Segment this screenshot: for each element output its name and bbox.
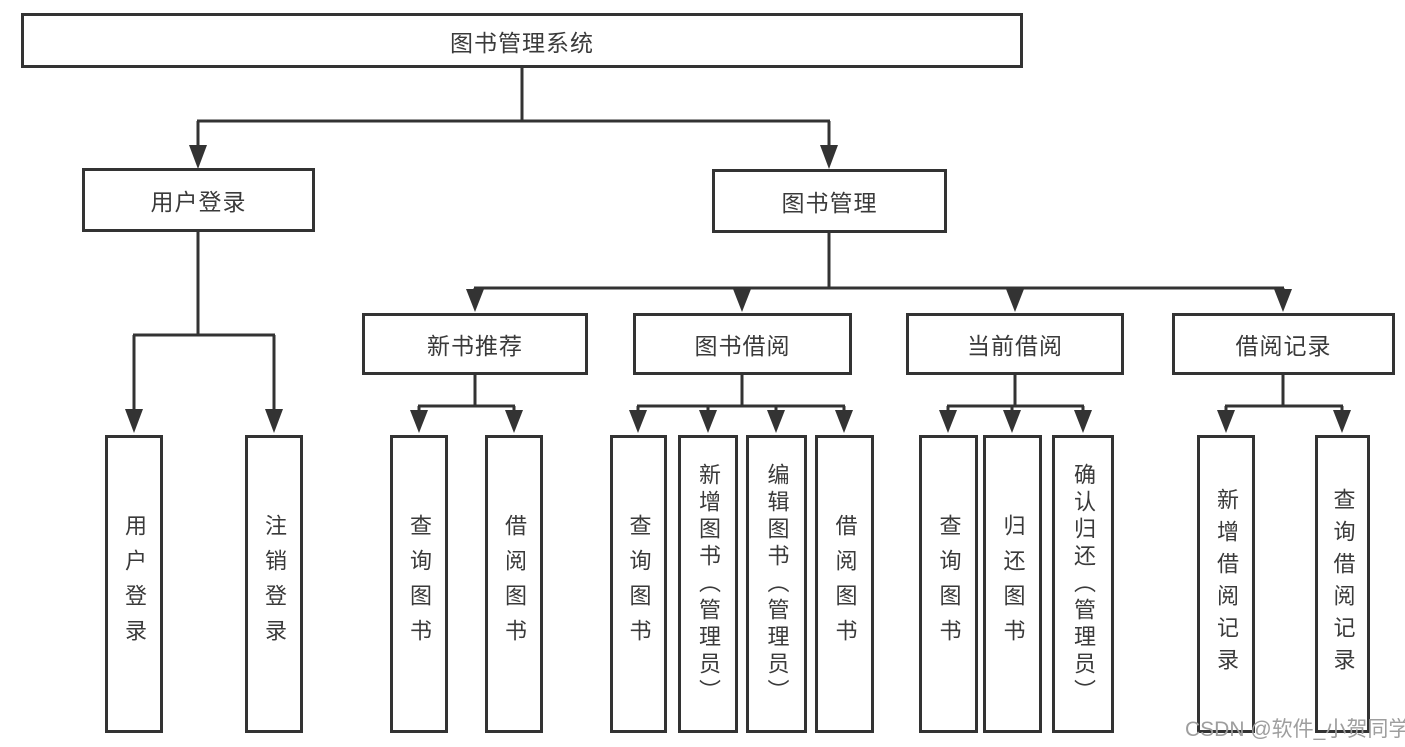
leaf-return-book-label: 归还图书 bbox=[1000, 514, 1026, 654]
node-book-manage-label: 图书管理 bbox=[781, 190, 878, 216]
leaf-add-book-admin-label: 新增图书（管理员） bbox=[696, 462, 721, 706]
node-book-borrow: 图书借阅 bbox=[633, 313, 852, 375]
leaf-borrow-book-2-label: 借阅图书 bbox=[832, 514, 858, 654]
node-user-login: 用户登录 bbox=[82, 168, 315, 232]
node-borrow-record-label: 借阅记录 bbox=[1235, 333, 1332, 359]
csdn-watermark: CSDN @软件_小贺同学 bbox=[1185, 718, 1405, 741]
leaf-confirm-return-admin-label: 确认归还（管理员） bbox=[1071, 462, 1096, 706]
leaf-query-book-1: 查询图书 bbox=[390, 435, 448, 733]
leaf-borrow-book-1-label: 借阅图书 bbox=[502, 514, 527, 654]
node-current-borrow: 当前借阅 bbox=[906, 313, 1124, 375]
connector-borrow-group bbox=[629, 375, 853, 433]
leaf-confirm-return-admin: 确认归还（管理员） bbox=[1052, 435, 1114, 733]
leaf-borrow-book-1: 借阅图书 bbox=[485, 435, 543, 733]
connector-newbook-group bbox=[410, 375, 523, 433]
node-current-borrow-label: 当前借阅 bbox=[967, 333, 1063, 359]
leaf-query-book-2: 查询图书 bbox=[610, 435, 667, 733]
node-root-label: 图书管理系统 bbox=[450, 29, 594, 56]
leaf-borrow-book-2: 借阅图书 bbox=[815, 435, 874, 733]
leaf-query-book-1-label: 查询图书 bbox=[407, 514, 432, 654]
leaf-return-book: 归还图书 bbox=[983, 435, 1042, 733]
connector-current-group bbox=[939, 375, 1092, 433]
leaf-logout: 注销登录 bbox=[245, 435, 303, 733]
leaf-query-borrow-record-label: 查询借阅记录 bbox=[1330, 488, 1356, 680]
node-new-book-recommend: 新书推荐 bbox=[362, 313, 588, 375]
node-user-login-label: 用户登录 bbox=[150, 189, 247, 215]
connector-login-group bbox=[125, 232, 283, 433]
node-book-manage: 图书管理 bbox=[712, 169, 947, 233]
connector-root-to-level2 bbox=[189, 68, 838, 169]
leaf-add-borrow-record: 新增借阅记录 bbox=[1197, 435, 1255, 733]
leaf-add-borrow-record-label: 新增借阅记录 bbox=[1214, 488, 1239, 680]
leaf-logout-label: 注销登录 bbox=[262, 514, 287, 654]
leaf-add-book-admin: 新增图书（管理员） bbox=[678, 435, 738, 733]
leaf-query-book-2-label: 查询图书 bbox=[626, 514, 652, 654]
connector-record-group bbox=[1217, 375, 1351, 433]
leaf-edit-book-admin: 编辑图书（管理员） bbox=[746, 435, 807, 733]
leaf-query-book-3-label: 查询图书 bbox=[936, 514, 962, 654]
node-book-borrow-label: 图书借阅 bbox=[694, 333, 791, 359]
leaf-query-book-3: 查询图书 bbox=[919, 435, 978, 733]
leaf-query-borrow-record: 查询借阅记录 bbox=[1315, 435, 1370, 733]
leaf-user-login-label: 用户登录 bbox=[122, 514, 147, 654]
leaf-user-login: 用户登录 bbox=[105, 435, 163, 733]
leaf-edit-book-admin-label: 编辑图书（管理员） bbox=[764, 462, 790, 706]
node-new-book-recommend-label: 新书推荐 bbox=[427, 333, 523, 359]
node-borrow-record: 借阅记录 bbox=[1172, 313, 1395, 375]
connector-manage-to-level3 bbox=[466, 233, 1292, 312]
node-root: 图书管理系统 bbox=[21, 13, 1023, 68]
